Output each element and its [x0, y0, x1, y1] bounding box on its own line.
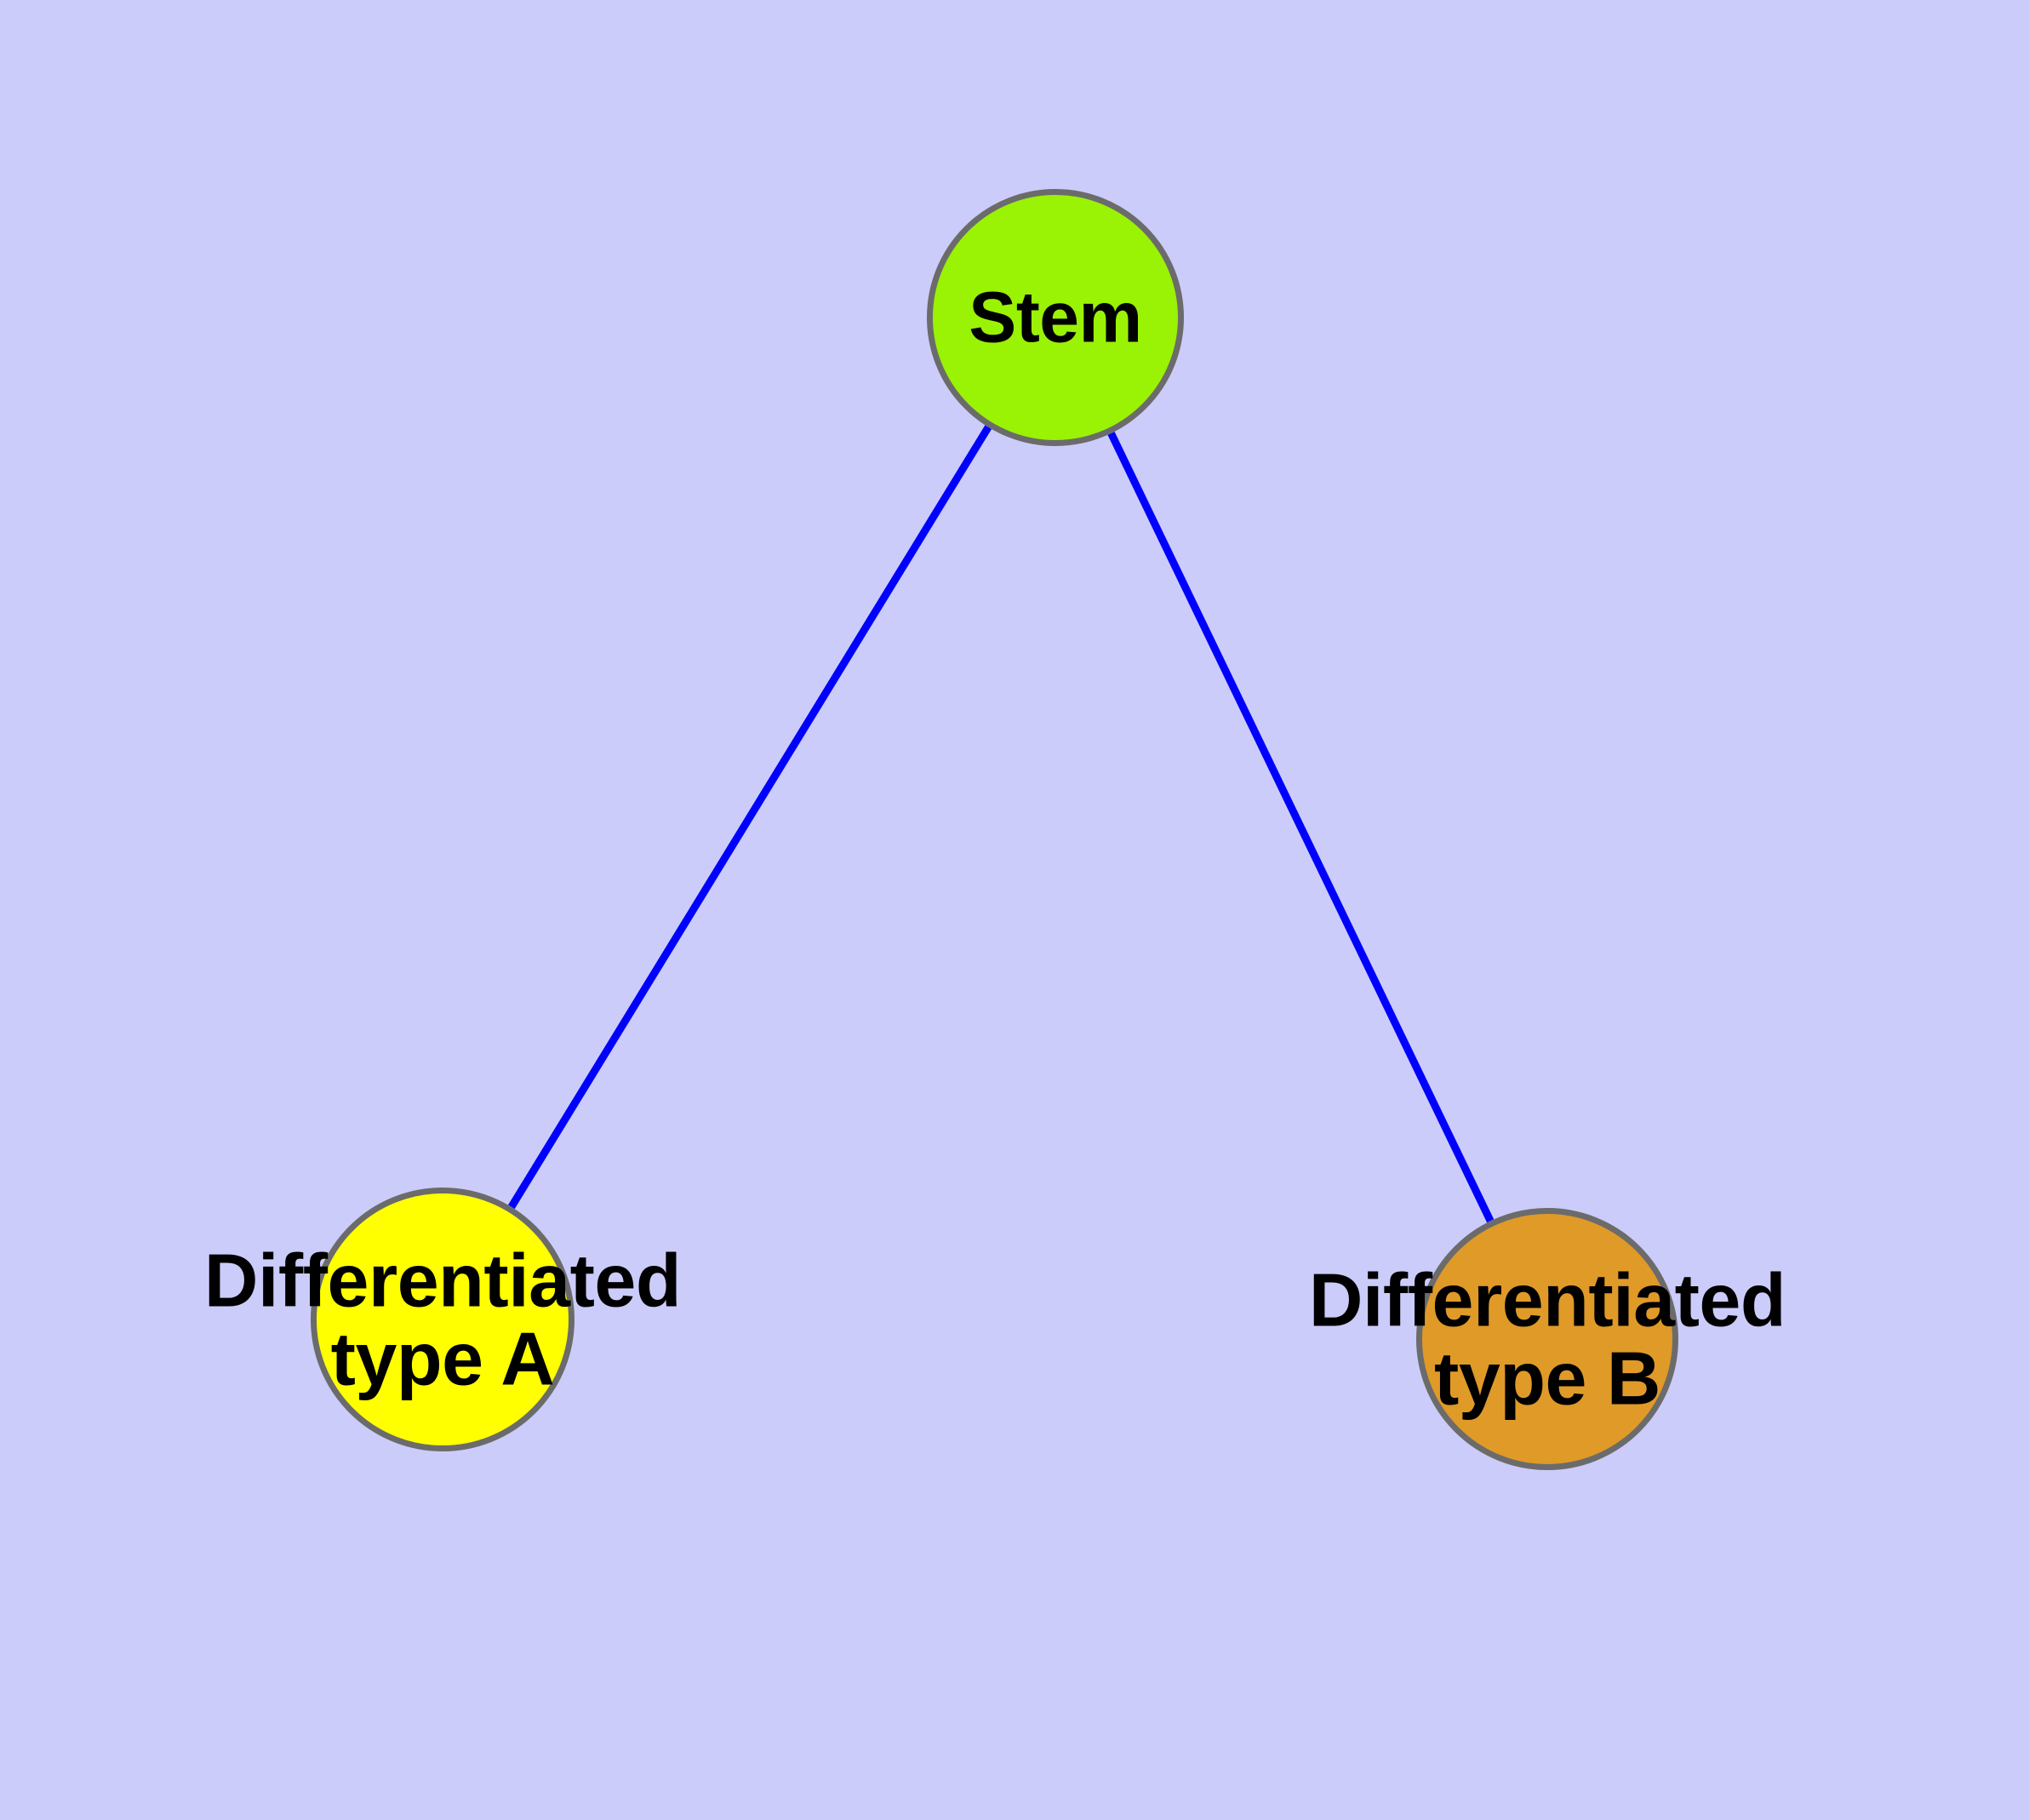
graph-node-stem[interactable] — [927, 189, 1184, 446]
graph-edge[interactable] — [508, 425, 992, 1210]
graph-edge[interactable] — [1107, 432, 1495, 1223]
edge-layer — [508, 425, 1495, 1223]
graph-node-diff-b[interactable] — [1416, 1208, 1678, 1470]
graph-node-diff-a[interactable] — [311, 1188, 574, 1451]
node-layer — [311, 189, 1678, 1470]
